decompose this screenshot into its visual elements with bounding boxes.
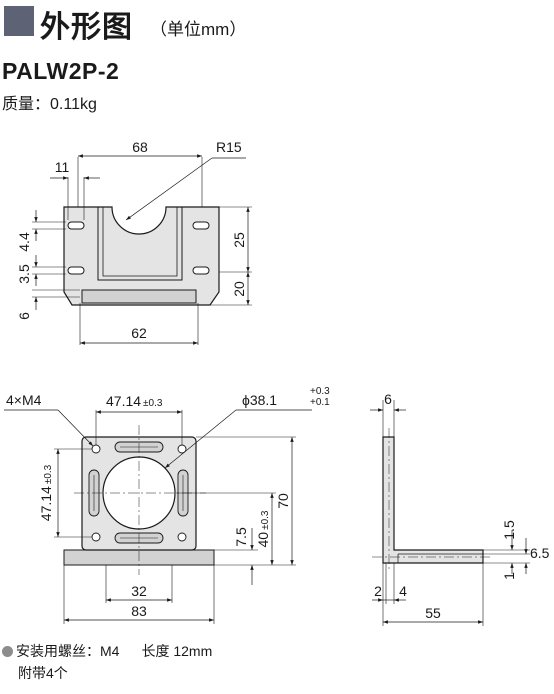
dim-r15: R15 (216, 139, 242, 155)
dim-68: 68 (132, 139, 148, 155)
dim-32: 32 (131, 583, 147, 599)
side-view: 6 1.5 6.5 1 2 4 55 (370, 391, 550, 626)
top-view: 68 R15 11 4.4 3.5 6 25 20 (16, 139, 252, 345)
side-view-l-profile (382, 436, 484, 564)
dim-83: 83 (131, 603, 147, 619)
model-number: PALW2P-2 (2, 58, 120, 84)
mounting-notes: 安装用螺丝：M4 长度 12mm 附带4个 (2, 640, 212, 684)
bullet-dot-icon (2, 646, 13, 657)
slot-hole (67, 221, 85, 230)
m4-hole (91, 444, 101, 454)
slot-hole (192, 266, 210, 275)
included-note: 附带4个 (18, 665, 68, 681)
dim-side-6: 6 (384, 391, 392, 407)
dim-side-6-5: 6.5 (530, 545, 550, 561)
dim-4-4: 4.4 (16, 232, 32, 252)
front-view: 4×M4 47.14±0.3 47.14±0.3 ϕ38.1 +0.3 +0.1… (4, 386, 330, 624)
page-title: 外形图 (40, 11, 133, 44)
dim-side-1-5: 1.5 (501, 520, 517, 540)
screw-label: 安装用螺丝： (16, 643, 100, 659)
screw-note: 安装用螺丝：M4 长度 12mm (2, 640, 212, 662)
screw-length: 长度 12mm (141, 643, 213, 659)
dim-70: 70 (275, 493, 291, 509)
dim-6: 6 (16, 312, 32, 320)
dim-side-2: 2 (374, 583, 382, 599)
dim-holes: 4×M4 (6, 392, 42, 408)
slot-hole (192, 221, 210, 230)
dim-pitch-h: 47.14±0.3 (106, 393, 163, 409)
dim-20: 20 (231, 281, 247, 297)
dim-pitch-v: 47.14±0.3 (38, 464, 54, 521)
dim-7-5: 7.5 (233, 527, 249, 547)
dim-bore: ϕ38.1 (242, 392, 277, 408)
dim-62: 62 (131, 325, 147, 341)
dim-bore-tol-lower: +0.1 (310, 397, 330, 408)
dim-side-55: 55 (425, 605, 441, 621)
screw-value: M4 (100, 643, 120, 659)
mass-label: 质量： (2, 96, 51, 113)
dim-3-5: 3.5 (16, 264, 32, 284)
slot-hole (67, 266, 85, 275)
unit-note: （单位mm） (150, 20, 247, 39)
mass-spec: 质量：0.11kg (2, 90, 97, 114)
dim-25: 25 (231, 232, 247, 248)
dim-bore-tol-upper: +0.3 (310, 386, 330, 397)
top-view-base-flange (81, 289, 197, 304)
mass-value: 0.11kg (50, 96, 97, 113)
dim-side-1: 1 (501, 572, 517, 580)
top-view-inner-frame (97, 207, 183, 281)
m4-hole (91, 532, 101, 542)
dim-40: 40±0.3 (255, 510, 271, 547)
header-square-icon (4, 6, 34, 36)
dim-11: 11 (55, 159, 70, 175)
dim-side-4: 4 (399, 583, 407, 599)
m4-hole (177, 532, 187, 542)
